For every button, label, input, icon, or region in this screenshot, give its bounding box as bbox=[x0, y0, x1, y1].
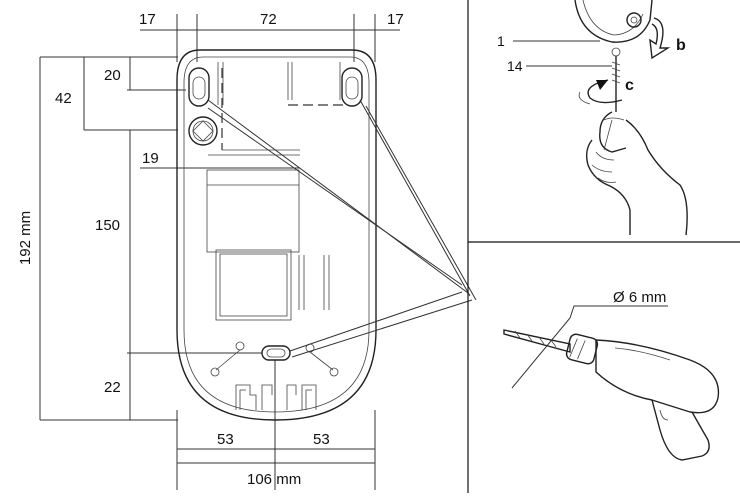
mounting-plate bbox=[176, 49, 377, 421]
slot-hole-left bbox=[188, 67, 210, 107]
labels: 17 72 17 20 42 19 192 mm 150 22 53 53 10… bbox=[17, 11, 686, 488]
callout-lines bbox=[207, 99, 477, 358]
screw-fixing-panel bbox=[574, 0, 688, 236]
dim-bottom-right: 53 bbox=[313, 431, 330, 448]
dim-bottom-left: 53 bbox=[217, 431, 234, 448]
dim-total-width: 106 mm bbox=[247, 471, 301, 488]
dim-top-left: 17 bbox=[139, 11, 156, 28]
label-step-b: b bbox=[676, 37, 686, 54]
label-step-c: c bbox=[625, 77, 634, 94]
drill-panel bbox=[503, 305, 720, 461]
dim-bottom-offset: 22 bbox=[104, 379, 121, 396]
dimension-lines bbox=[39, 14, 400, 490]
dim-hole-diameter: 19 bbox=[142, 150, 159, 167]
slot-hole-right bbox=[341, 67, 363, 107]
dim-top-right: 17 bbox=[387, 11, 404, 28]
label-part-14: 14 bbox=[507, 58, 523, 74]
dim-vertical-main: 150 bbox=[95, 217, 120, 234]
dim-top-center: 72 bbox=[260, 11, 277, 28]
label-drill-bit-size: Ø 6 mm bbox=[613, 289, 666, 306]
panel-borders bbox=[467, 0, 740, 493]
dim-offset-top: 20 bbox=[104, 67, 121, 84]
dim-total-height: 192 mm bbox=[17, 211, 34, 265]
label-part-1: 1 bbox=[497, 33, 505, 49]
bottom-slot-hole bbox=[261, 345, 291, 361]
knockout-hole bbox=[188, 116, 218, 146]
dim-hole-spacing: 42 bbox=[55, 90, 72, 107]
